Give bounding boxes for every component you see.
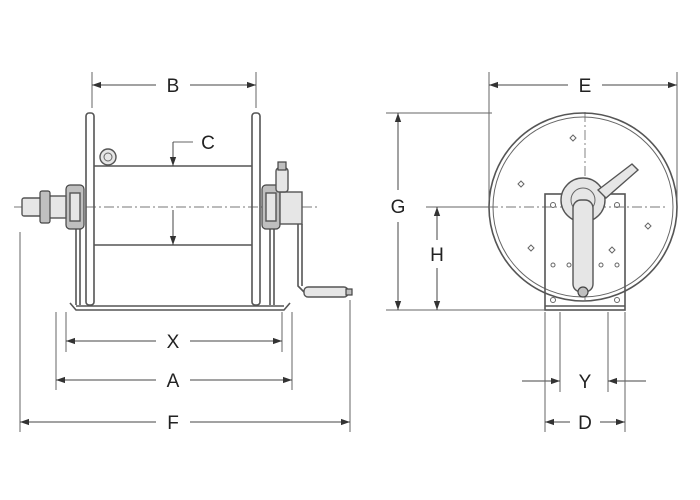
drum-fitting-inner <box>103 152 113 162</box>
end-arm-knob <box>577 286 589 298</box>
crank-housing <box>279 191 303 225</box>
left-flange <box>85 112 95 306</box>
flange-bolt <box>608 246 616 254</box>
ratchet-pawl <box>596 163 640 199</box>
dim-e-label: E <box>579 76 592 97</box>
left-bearing-core <box>69 192 81 222</box>
dim-h-label: H <box>430 245 444 266</box>
stand-hole <box>614 202 620 208</box>
dimensions: B C X A F E G <box>19 72 678 434</box>
base-plate <box>69 302 291 311</box>
lock-pin <box>275 167 289 193</box>
dim-b-label: B <box>167 76 180 97</box>
dim-c-label: C <box>201 133 215 154</box>
stand-hole <box>614 297 620 303</box>
right-flange <box>251 112 261 306</box>
dim-y-label: Y <box>579 372 592 393</box>
stand-hole <box>614 262 620 268</box>
dim-g-label: G <box>391 197 406 218</box>
dim-f-label: F <box>167 413 179 434</box>
right-bearing-core <box>265 192 277 222</box>
stand-hole <box>550 262 556 268</box>
flange-bolt <box>644 222 652 230</box>
dim-d-label: D <box>578 413 592 434</box>
dim-x-label: X <box>167 332 180 353</box>
end-arm <box>572 199 594 293</box>
flange-bolt <box>527 244 535 252</box>
stand-hole <box>550 202 556 208</box>
stand-hole <box>566 262 572 268</box>
stand-hole <box>550 297 556 303</box>
dim-a-label: A <box>167 371 180 392</box>
drum-fitting <box>99 148 117 166</box>
flange-bolt <box>569 134 577 142</box>
crank-handle <box>303 286 349 298</box>
crank-arm <box>297 224 305 293</box>
stand-hole <box>598 262 604 268</box>
lock-pin-cap <box>277 161 287 171</box>
end-view <box>488 112 678 311</box>
swivel-body <box>47 195 67 219</box>
crank-handle-end <box>345 288 353 296</box>
flange-bolt <box>517 180 525 188</box>
side-view <box>14 112 353 311</box>
swivel-nut <box>39 190 51 224</box>
